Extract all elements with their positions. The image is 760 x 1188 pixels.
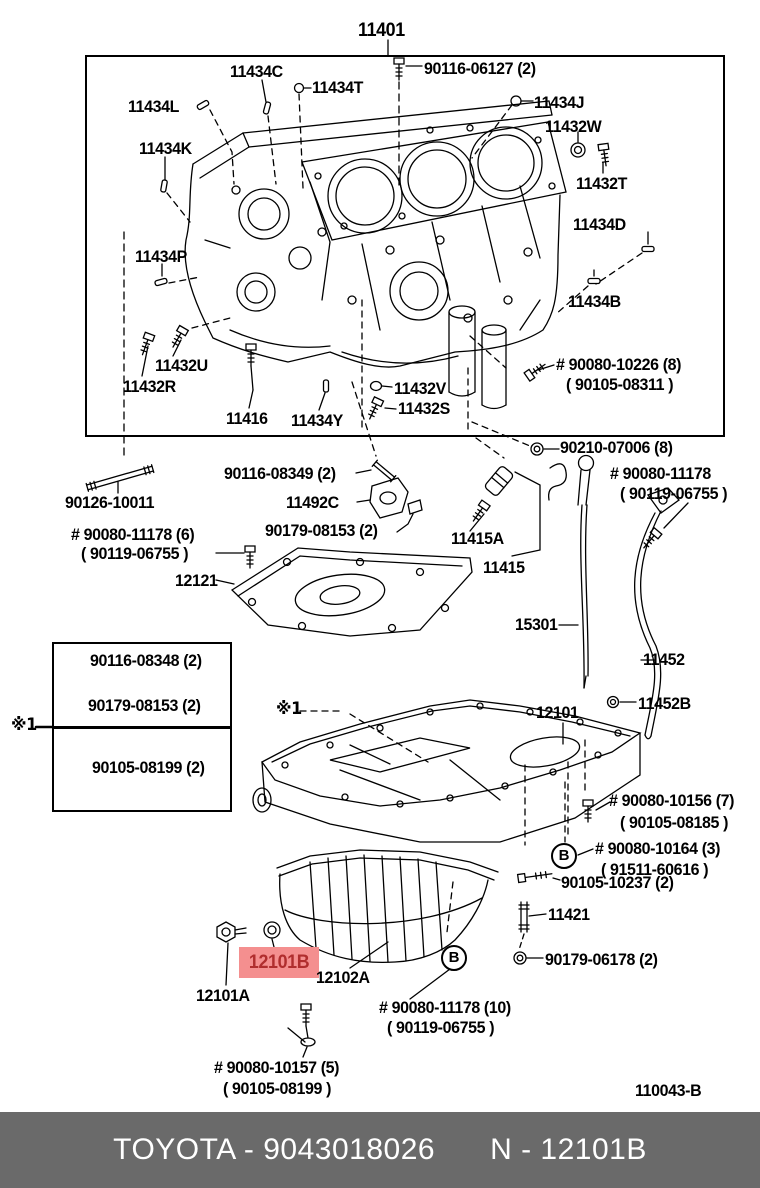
part-label-11416: 11416: [226, 409, 268, 428]
part-label-91511-60616: ( 91511-60616 ): [601, 860, 709, 879]
part-label-11434C: 11434C: [230, 62, 283, 81]
diagram-line-art: [0, 0, 760, 1112]
part-label-90179-08153-box: 90179-08153 (2): [88, 696, 201, 715]
part-label-12101A: 12101A: [196, 986, 250, 1005]
doc-code: 110043-B: [635, 1081, 702, 1100]
part-label-12101: 12101: [536, 703, 579, 722]
part-label-11432T: 11432T: [576, 174, 628, 193]
engine-block-art: [185, 101, 566, 409]
part-label-90105-10237: 90105-10237 (2): [561, 873, 674, 892]
footer-brand-part-number: TOYOTA - 9043018026: [113, 1133, 436, 1166]
highlighted-part-label: 12101B: [248, 951, 310, 973]
part-label-11434B: 11434B: [568, 292, 621, 311]
detail-circle-b-left: B: [441, 945, 467, 971]
fastener-icons-bottom: [217, 799, 610, 1057]
part-label-11434T: 11434T: [312, 78, 364, 97]
part-label-90080-10226: # 90080-10226 (8): [556, 355, 682, 374]
part-label-90105-08185: ( 90105-08185 ): [620, 813, 729, 832]
main-assembly-box: [85, 55, 725, 437]
part-label-11452B: 11452B: [638, 694, 691, 713]
part-label-11434J: 11434J: [534, 93, 585, 112]
part-label-11432S: 11432S: [398, 399, 450, 418]
part-label-11401: 11401: [358, 20, 405, 41]
part-label-12121: 12121: [175, 571, 218, 590]
lower-oil-pan-art: [277, 850, 498, 962]
reference-box-divider: [52, 726, 232, 729]
part-label-11434Y: 11434Y: [291, 411, 343, 430]
part-label-90119-06755-6: ( 90119-06755 ): [81, 544, 189, 563]
part-label-90179-08153: 90179-08153 (2): [265, 521, 378, 540]
part-label-11434L: 11434L: [128, 97, 180, 116]
catalog-footer-bar: TOYOTA - 9043018026 N - 12101B: [0, 1112, 760, 1188]
part-label-90105-08311: ( 90105-08311 ): [566, 375, 674, 394]
ref-mark-box: ※1: [11, 715, 37, 735]
part-label-11434K: 11434K: [139, 139, 192, 158]
ref-mark-pan: ※1: [276, 699, 302, 719]
part-label-90116-08348: 90116-08348 (2): [90, 651, 202, 670]
part-label-90105-08199-box: 90105-08199 (2): [92, 758, 205, 777]
part-label-90080-10157: # 90080-10157 (5): [214, 1058, 340, 1077]
upper-oil-pan-art: [253, 700, 640, 845]
part-label-90179-06178: 90179-06178 (2): [545, 950, 658, 969]
detail-circle-b-right: B: [551, 843, 577, 869]
part-label-11415A: 11415A: [451, 529, 504, 548]
part-label-11432W: 11432W: [545, 117, 602, 136]
part-label-90116-08349: 90116-08349 (2): [224, 464, 336, 483]
highlighted-part-12101B: 12101B: [239, 947, 319, 978]
middle-zone-art: [86, 382, 688, 739]
part-label-11434P: 11434P: [135, 247, 187, 266]
part-label-15301: 15301: [515, 615, 558, 634]
part-label-11415: 11415: [483, 558, 525, 577]
part-label-12102A: 12102A: [316, 968, 370, 987]
part-label-11492C: 11492C: [286, 493, 339, 512]
fastener-icons-top: [124, 57, 655, 458]
part-label-90080-11178-6: # 90080-11178 (6): [71, 525, 195, 544]
part-label-11432U: 11432U: [155, 356, 208, 375]
part-label-90080-11178-10: # 90080-11178 (10): [379, 998, 511, 1017]
part-label-90080-10164: # 90080-10164 (3): [595, 839, 721, 858]
part-label-90116-06127: 90116-06127 (2): [424, 59, 536, 78]
part-label-11452: 11452: [643, 650, 685, 669]
part-label-90080-11178: # 90080-11178: [610, 464, 711, 483]
part-label-11432V: 11432V: [394, 379, 446, 398]
part-label-90210-07006: 90210-07006 (8): [560, 438, 673, 457]
part-label-90126-10011: 90126-10011: [65, 493, 155, 512]
part-label-90119-06755-10: ( 90119-06755 ): [387, 1018, 495, 1037]
footer-figure-reference: N - 12101B: [490, 1133, 647, 1166]
part-label-90080-10156: # 90080-10156 (7): [609, 791, 735, 810]
part-label-11421: 11421: [548, 905, 590, 924]
part-label-90105-08199: ( 90105-08199 ): [223, 1079, 332, 1098]
part-label-11432R: 11432R: [123, 377, 176, 396]
part-label-11434D: 11434D: [573, 215, 626, 234]
part-label-90119-06755: ( 90119-06755 ): [620, 484, 728, 503]
